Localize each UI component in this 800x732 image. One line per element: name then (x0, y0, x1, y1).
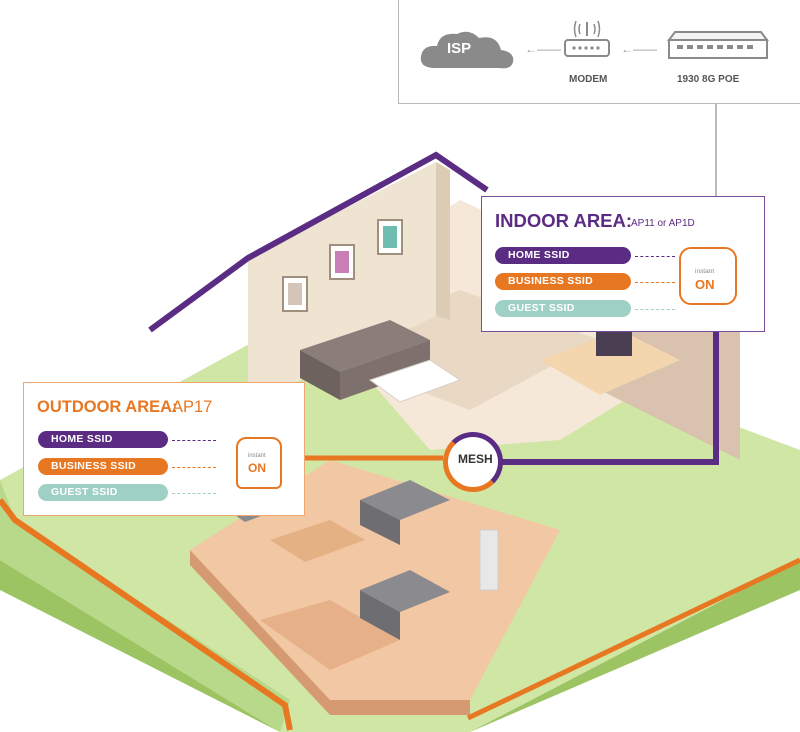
outdoor-boundary (0, 498, 293, 731)
mesh-badge: MESH (443, 432, 503, 492)
indoor-model: AP11 or AP1D (631, 218, 695, 229)
outdoor-guest-ssid: GUEST SSID (38, 484, 168, 501)
outdoor-access-point-icon: instant ON (236, 437, 282, 489)
furniture (220, 320, 680, 640)
indoor-boundary (148, 151, 489, 333)
switch-icon (667, 31, 769, 59)
isp-label: ISP (447, 40, 472, 57)
indoor-business-dash (635, 282, 675, 283)
modem-label: MODEM (569, 74, 608, 85)
outdoor-home-dash (172, 440, 216, 441)
cloud-icon (420, 31, 514, 69)
indoor-guest-ssid: GUEST SSID (495, 300, 631, 317)
outdoor-device-logo: ON (248, 461, 266, 475)
indoor-area-panel: INDOOR AREA: AP11 or AP1D HOME SSID BUSI… (481, 196, 765, 332)
modem-icon (564, 20, 610, 57)
outdoor-business-ssid: BUSINESS SSID (38, 458, 168, 475)
outdoor-guest-dash (172, 493, 216, 494)
indoor-access-point-icon: instant ON (679, 247, 737, 305)
indoor-device-brand: instant (695, 268, 715, 275)
wooden-deck (190, 460, 560, 715)
arrow-left-icon: ←—— (525, 42, 561, 56)
switch-label: 1930 8G POE (677, 74, 740, 85)
indoor-device-logo: ON (695, 277, 715, 292)
mesh-label: MESH (458, 452, 493, 466)
indoor-title: INDOOR AREA: (495, 210, 633, 231)
outdoor-business-dash (172, 467, 216, 468)
indoor-business-ssid: BUSINESS SSID (495, 273, 631, 290)
indoor-home-ssid: HOME SSID (495, 247, 631, 264)
outdoor-home-ssid: HOME SSID (38, 431, 168, 448)
indoor-home-dash (635, 256, 675, 257)
outdoor-area-panel: OUTDOOR AREA: AP17 HOME SSID BUSINESS SS… (23, 382, 305, 516)
indoor-guest-dash (635, 309, 675, 310)
outdoor-boundary-right (466, 557, 800, 721)
outdoor-model: AP17 (172, 398, 213, 416)
outdoor-title: OUTDOOR AREA: (37, 398, 178, 416)
arrow-left-icon: ←—— (621, 42, 657, 56)
outdoor-device-brand: instant (248, 453, 266, 459)
network-chain-panel: ISP ←—— MODEM ←—— 1930 8G POE (398, 0, 800, 104)
